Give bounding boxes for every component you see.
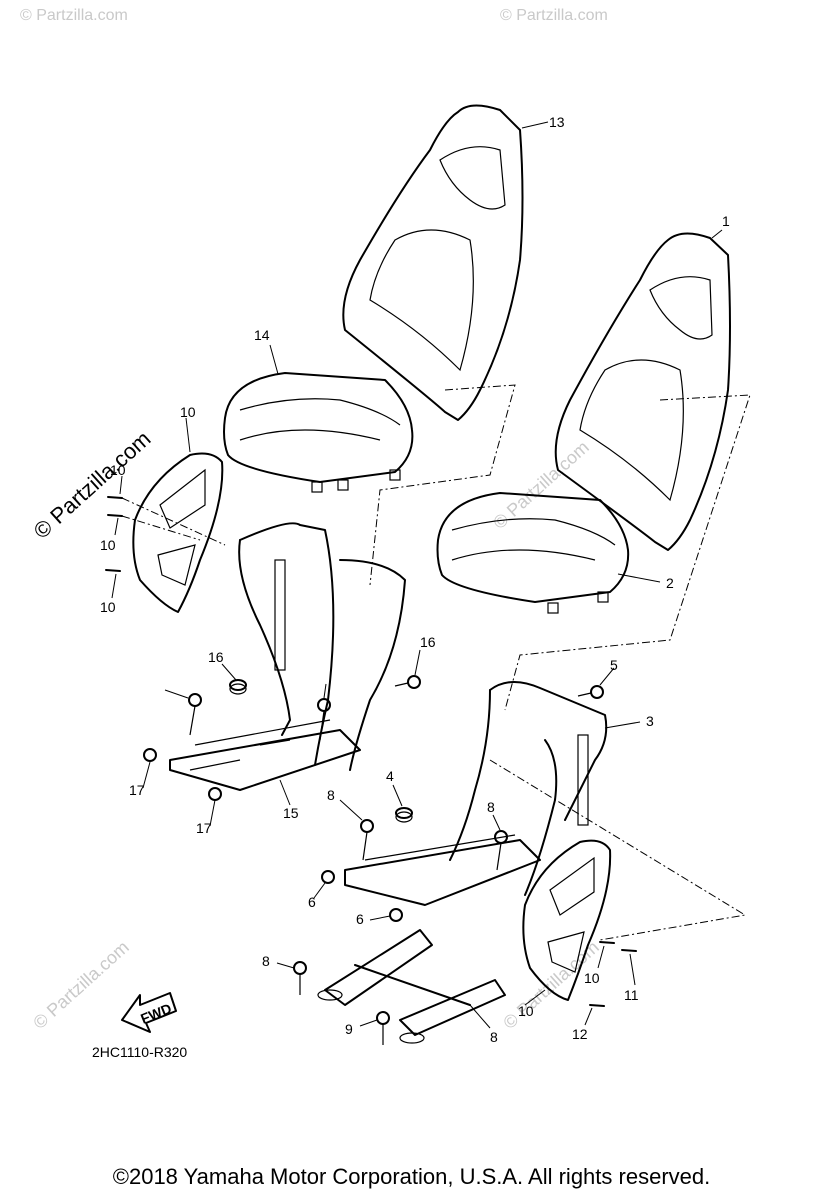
- diagram-code: 2HC1110-R320: [92, 1044, 187, 1060]
- bolt-8-a: [360, 819, 374, 861]
- cap-16-b: [208, 787, 222, 801]
- guide-backrest-11: [369, 384, 516, 586]
- grommet-4: [395, 807, 413, 823]
- callout-12: 14: [254, 327, 270, 343]
- callout-6-a: 6: [308, 894, 316, 910]
- watermark-main: © Partzilla.com: [29, 426, 156, 544]
- callouts: 13 1 14 10 10 10 10 2 16 16 5 3 17 17 15…: [100, 114, 730, 1045]
- bolt-8-c: [293, 961, 307, 995]
- callout-11: 13: [549, 114, 565, 130]
- copyright-notice: ©2018 Yamaha Motor Corporation, U.S.A. A…: [112, 1164, 711, 1189]
- rivets-10-left: [105, 496, 123, 572]
- cap-16-a: [143, 748, 157, 762]
- callout-8-b: 8: [487, 799, 495, 815]
- seat-rail-7: [317, 929, 506, 1044]
- callout-16-a: 17: [129, 782, 145, 798]
- callout-4: 4: [386, 768, 394, 784]
- callout-13: 15: [283, 805, 299, 821]
- callout-8-a: 8: [327, 787, 335, 803]
- fwd-arrow-icon: FWD: [121, 992, 177, 1033]
- callout-5: 5: [610, 657, 618, 673]
- guide-panel-right: [489, 759, 747, 941]
- watermark-bottom-left: © Partzilla.com: [29, 937, 133, 1033]
- seat-frame-3: [344, 681, 608, 906]
- guide-backrest-1: [504, 394, 751, 711]
- seat-backrest-11: [342, 104, 524, 421]
- bolt-17-b: [317, 698, 331, 741]
- callout-10-c: 10: [100, 599, 116, 615]
- bolt-17-a: [188, 693, 202, 736]
- bolt-5: [577, 685, 604, 699]
- seat-frame-13: [169, 522, 406, 791]
- callout-8-d: 9: [345, 1021, 353, 1037]
- callout-10-e: 11: [624, 987, 639, 1003]
- seat-cushion-2: [436, 492, 630, 614]
- bolt-8-d: [376, 1011, 390, 1045]
- callout-6-b: 6: [356, 911, 364, 927]
- leader-lines: [111, 121, 723, 1029]
- side-panel-9-left: [132, 452, 224, 613]
- bolt-8-b: [494, 830, 508, 871]
- watermark-top-left: © Partzilla.com: [20, 7, 128, 24]
- seat-cushion-12: [223, 372, 414, 493]
- callout-8-c: 8: [262, 953, 270, 969]
- cap-6-b: [389, 908, 403, 922]
- callout-10-f: 12: [572, 1026, 588, 1042]
- bolt-15: [394, 675, 421, 689]
- callout-9-left: 10: [180, 404, 196, 420]
- callout-3: 3: [646, 713, 654, 729]
- callout-16-b: 17: [196, 820, 212, 836]
- seat-backrest-1: [554, 232, 731, 551]
- callout-1: 1: [722, 213, 730, 229]
- callout-15: 16: [420, 634, 436, 650]
- callout-14: 16: [208, 649, 224, 665]
- side-panel-9-right: [522, 839, 612, 1001]
- cap-6-a: [321, 870, 335, 884]
- callout-10-b: 10: [100, 537, 116, 553]
- watermark-top-center: © Partzilla.com: [500, 7, 608, 24]
- callout-10-a: 10: [110, 462, 126, 478]
- grommet-14: [229, 679, 247, 695]
- callout-10-d: 10: [584, 970, 600, 986]
- callout-7: 8: [490, 1029, 498, 1045]
- callout-2: 2: [666, 575, 674, 591]
- callout-9-right: 10: [518, 1003, 534, 1019]
- rivets-10-right: [589, 941, 637, 1007]
- guide-rivets-left: [121, 497, 226, 546]
